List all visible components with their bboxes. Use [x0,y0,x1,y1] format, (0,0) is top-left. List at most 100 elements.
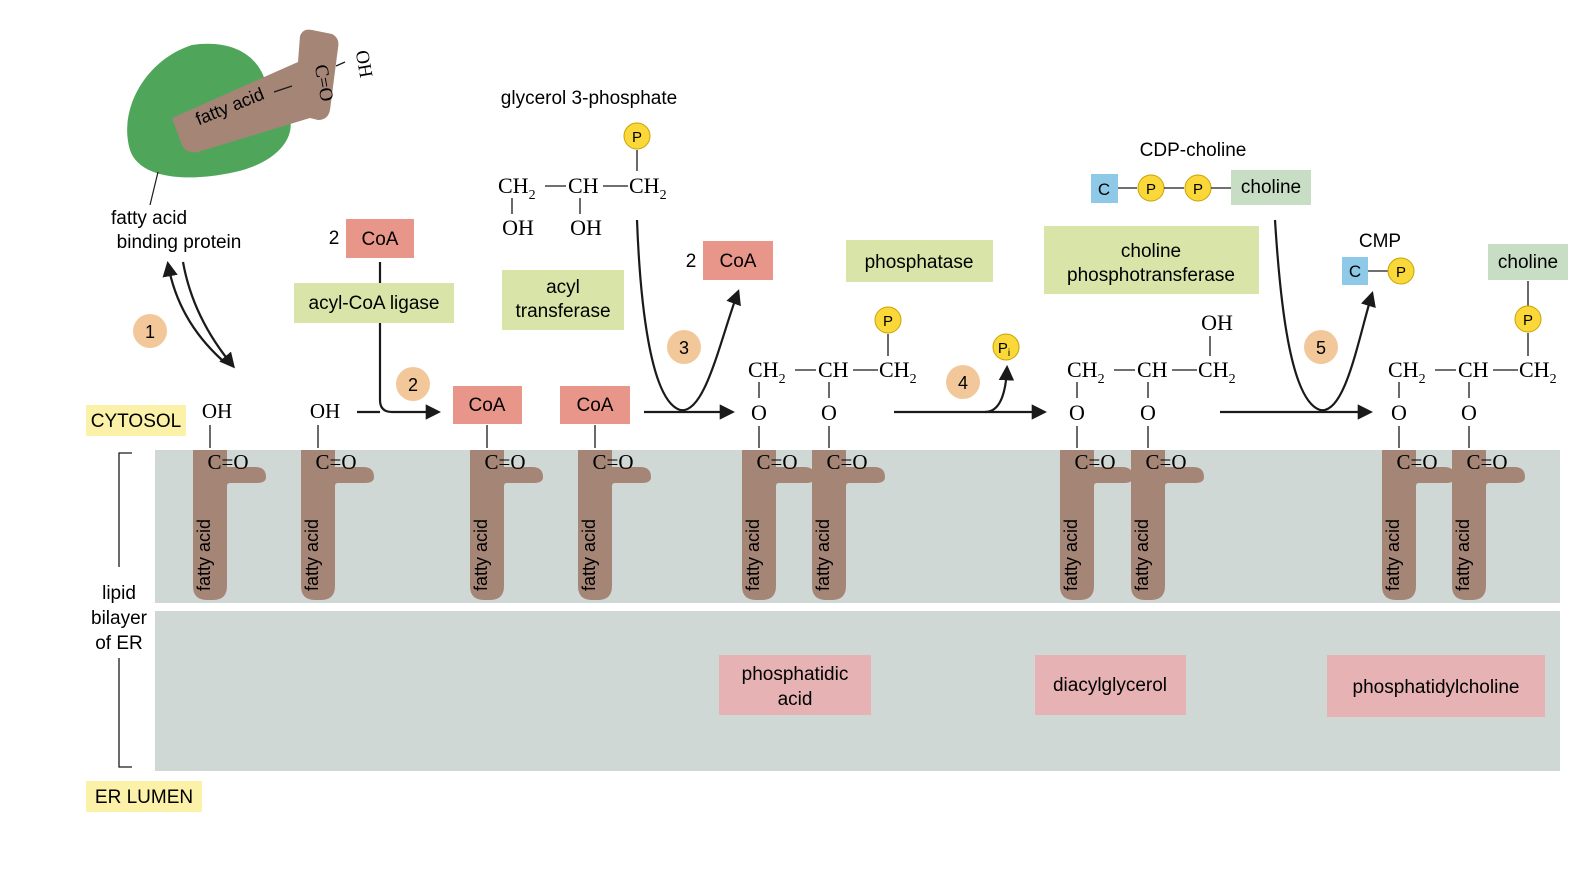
svg-text:C: C [1349,262,1361,281]
acyl-coa-1-label: CoA [469,395,506,416]
svg-text:CH2: CH2 [748,357,786,387]
acyl-coa-1-carbonyl: C=O [484,450,525,474]
svg-text:C=O: C=O [1074,450,1115,474]
step-3-curved-arrow [635,219,741,412]
diacylglycerol-box [1035,655,1186,715]
svg-text:fatty acid: fatty acid [1453,519,1473,591]
phosphatidic-acid-label-1: phosphatidic [742,664,849,685]
fatty-acid-binding-protein: fatty acid C=O OH [127,29,376,206]
svg-text:O: O [751,400,767,425]
protein-hydroxyl-label: OH [351,49,376,80]
lumen-box [86,781,202,812]
step2-coa-count: 2 [329,228,340,249]
choline-phosphotransferase-label-2: phosphotransferase [1067,265,1235,286]
svg-text:C=O: C=O [1145,450,1186,474]
phosphatidic-acid-label-2: acid [778,689,813,710]
phosphatidylcholine-box [1327,655,1545,717]
cmp-structure: C P [1342,257,1415,285]
g3p-phosphate-label: P [632,129,642,146]
phosphatidic-acid-molecule: P CH2 CH CH2 O O C=O C=O fatty acid fatt… [742,306,917,600]
step3-coa-label: CoA [720,251,757,272]
fa1-carbonyl: C=O [207,450,248,474]
svg-text:C=O: C=O [1396,450,1437,474]
diacylglycerol-label: diacylglycerol [1053,675,1167,696]
svg-text:C=O: C=O [756,450,797,474]
step-4-badge [946,365,980,399]
glycerol-3-phosphate-structure: P CH2 CH CH2 OH OH [498,122,667,240]
fa1-label: fatty acid [194,519,214,591]
choline-phosphotransferase-label-1: choline [1121,241,1181,262]
svg-text:CH2: CH2 [1067,357,1105,387]
step3-coa-box [703,241,773,280]
svg-text:O: O [1069,400,1085,425]
phosphatidic-acid-box [719,655,871,715]
svg-text:C: C [1098,180,1110,199]
svg-text:CH: CH [1137,357,1168,382]
svg-text:P: P [883,313,893,330]
free-fatty-acid-2: OH C=O fatty acid [301,399,374,600]
acyl-transferase-label-1: acyl [546,277,580,298]
step-3-badge [667,330,701,364]
lumen-label: ER LUMEN [95,787,193,808]
step-2-badge [396,367,430,401]
acyl-coa-2-tail-label: fatty acid [579,519,599,591]
bilayer-label-1: lipid [102,583,136,604]
acyl-transferase-label-2: transferase [515,301,610,322]
cytosol-label: CYTOSOL [91,411,181,432]
svg-text:OH: OH [502,215,534,240]
step2-coa-box [346,219,414,258]
svg-text:fatty acid: fatty acid [813,519,833,591]
step-1-label: 1 [145,322,155,342]
free-fatty-acid-1: OH C=O fatty acid [193,399,266,600]
diacylglycerol-molecule: OH CH2 CH CH2 O O C=O C=O fatty acid fat… [1060,310,1236,600]
acyl-transferase-box [502,270,624,330]
svg-text:O: O [1461,400,1477,425]
acyl-coa-2: CoA C=O fatty acid [560,386,651,600]
svg-text:OH: OH [570,215,602,240]
step-1-arrow-down [181,261,235,369]
step2-coa-label: CoA [362,229,399,250]
svg-text:choline: choline [1241,177,1301,198]
svg-text:CH2: CH2 [879,357,917,387]
svg-text:CH2: CH2 [629,173,667,203]
binding-protein-caption-1: fatty acid [111,208,187,229]
step-5-badge [1304,330,1338,364]
svg-text:CH: CH [818,357,849,382]
bilayer-bracket-top [118,452,132,567]
acyl-coa-2-carbonyl: C=O [592,450,633,474]
svg-text:P: P [1523,312,1533,329]
svg-text:CH2: CH2 [1198,357,1236,387]
binding-protein-caption-2: binding protein [117,232,242,253]
step-1-arrow-up [162,260,223,361]
svg-text:CH2: CH2 [1388,357,1426,387]
inorganic-phosphate-badge [992,333,1020,361]
cytosol-box [86,405,186,436]
svg-text:O: O [1140,400,1156,425]
svg-text:fatty acid: fatty acid [1132,519,1152,591]
bilayer-bracket-bottom [118,658,132,768]
step-3-label: 3 [679,338,689,358]
svg-text:O: O [821,400,837,425]
svg-text:CH: CH [568,173,599,198]
choline-phosphotransferase-box [1044,226,1259,294]
svg-text:CH: CH [1458,357,1489,382]
phosphatase-label: phosphatase [865,252,974,273]
svg-text:CH2: CH2 [498,173,536,203]
svg-text:C=O: C=O [826,450,867,474]
fa1-hydroxyl: OH [202,399,232,423]
glycerol-3-phosphate-label: glycerol 3-phosphate [501,88,677,109]
acyl-coa-1-tail-label: fatty acid [471,519,491,591]
step-5-label: 5 [1316,338,1326,358]
svg-text:P: P [1193,181,1203,198]
bilayer-label-2: bilayer [91,608,148,629]
step-4-branch-arrow [984,364,1015,414]
svg-text:P: P [1146,181,1156,198]
step-2-label: 2 [408,375,418,395]
phosphatidylcholine-molecule: choline P CH2 CH CH2 O O C=O C=O fatty a… [1382,244,1568,600]
svg-text:fatty acid: fatty acid [1383,519,1403,591]
step-2-arrow [378,323,442,420]
cmp-label: CMP [1359,231,1401,252]
step3-coa-count: 2 [686,251,697,272]
fa2-label: fatty acid [302,519,322,591]
acyl-coa-1: CoA C=O fatty acid [453,386,543,600]
